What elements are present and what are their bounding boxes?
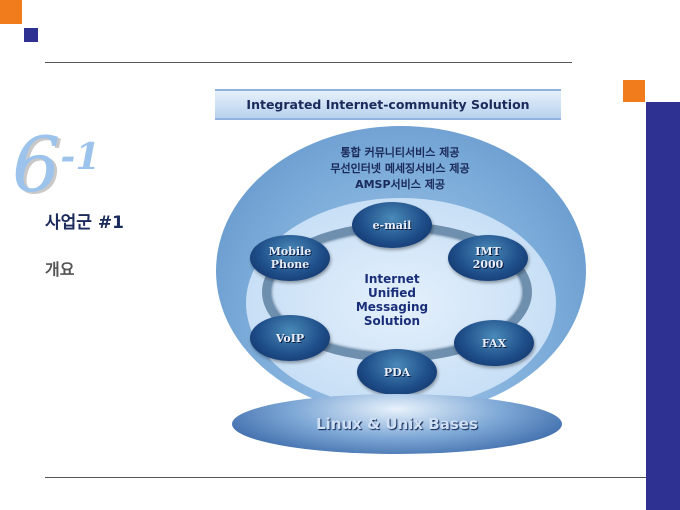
section-subtitle: 개요: [45, 260, 75, 279]
node-voip: VoIP: [250, 315, 330, 361]
bottom-divider: [45, 477, 646, 478]
orange-square-right: [623, 80, 645, 102]
node-email: e-mail: [352, 202, 432, 248]
orange-square-top: [0, 0, 22, 24]
center-label: Internet Unified Messaging Solution: [355, 272, 429, 328]
services-list: 통합 커뮤니티서비스 제공 무선인터넷 메세징서비스 제공 AMSP서비스 제공: [260, 145, 540, 193]
slide-number-big: 6: [12, 120, 61, 209]
diagram-title: Integrated Internet-community Solution: [246, 97, 530, 112]
base-label: Linux & Unix Bases: [316, 415, 478, 433]
slide-number-sub: -1: [60, 136, 101, 178]
node-mobile-phone: Mobile Phone: [250, 235, 330, 281]
node-fax: FAX: [454, 320, 534, 366]
service-item: AMSP서비스 제공: [355, 178, 445, 191]
section-title: 사업군 #1: [45, 213, 124, 233]
navy-side-bar: [646, 102, 680, 510]
slide-number: 6-1: [12, 120, 100, 209]
service-item: 통합 커뮤니티서비스 제공: [340, 146, 460, 159]
node-imt2000: IMT 2000: [448, 235, 528, 281]
base-platform: [232, 394, 562, 454]
service-item: 무선인터넷 메세징서비스 제공: [330, 162, 470, 175]
navy-square-top: [24, 28, 38, 42]
diagram-title-box: Integrated Internet-community Solution: [215, 89, 561, 120]
top-divider: [45, 62, 572, 63]
node-pda: PDA: [357, 349, 437, 395]
